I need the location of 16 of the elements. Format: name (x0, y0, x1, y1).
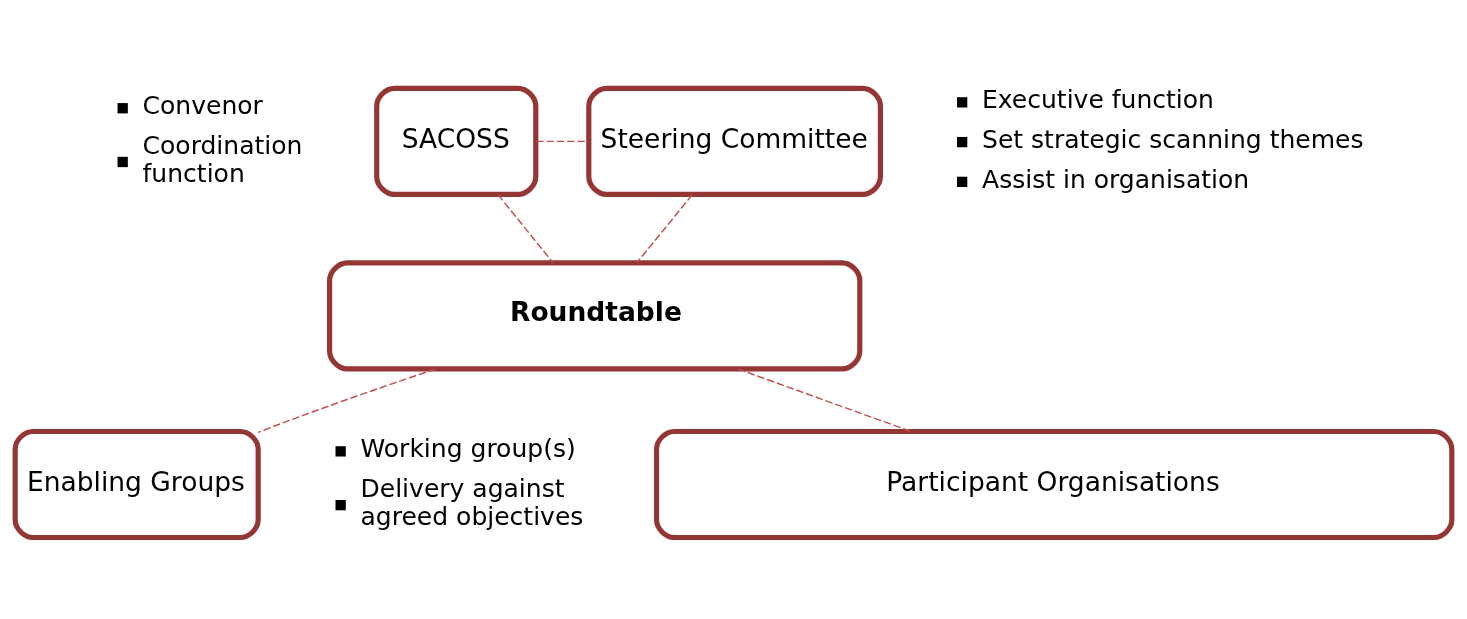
connector (737, 367, 912, 432)
node-label: Working group(s) (360, 433, 576, 463)
node-label: Set strategic scanning themes (982, 124, 1364, 154)
node-label: Delivery against agreed objectives (360, 473, 584, 531)
connector (257, 367, 437, 433)
connector (636, 193, 693, 263)
node-label: Assist in organisation (982, 164, 1250, 194)
node-box: Participant Organisations (653, 428, 1455, 540)
node-label: Executive function (982, 84, 1214, 114)
node-label: Coordination function (142, 130, 303, 188)
node-box: SACOSS (374, 85, 539, 197)
node-box: Roundtable (327, 259, 863, 371)
node-box: Enabling Groups (12, 428, 261, 540)
node-box: Steering Committee (586, 85, 883, 197)
node-label: Convenor (142, 90, 263, 120)
connector (497, 193, 554, 263)
